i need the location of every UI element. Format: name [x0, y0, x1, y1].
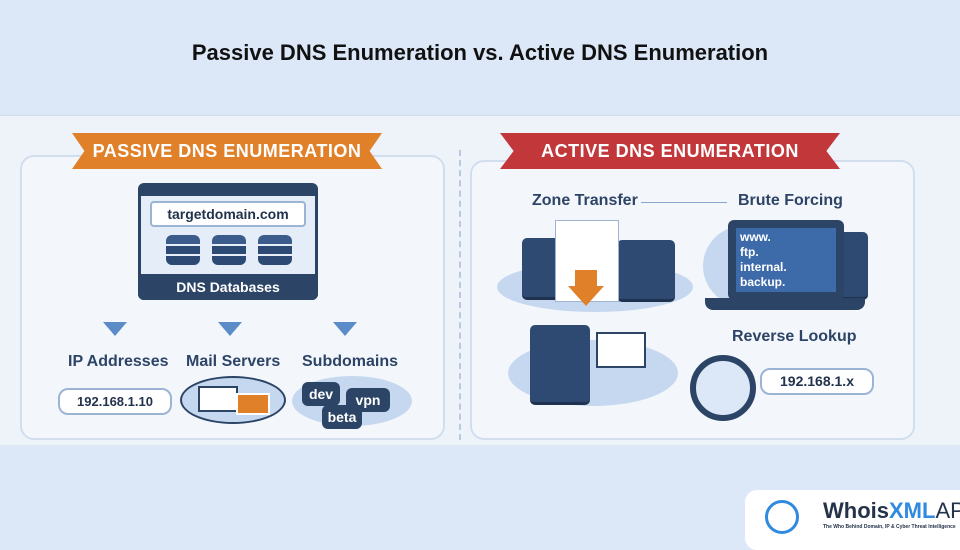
database-icon — [212, 235, 246, 265]
arrow-down-icon — [333, 322, 357, 336]
reverse-ip-value: 192.168.1.x — [760, 368, 874, 395]
envelope-icon — [596, 332, 646, 368]
divider — [459, 150, 461, 440]
arrow-down-icon — [575, 270, 597, 286]
arrow-down-icon — [103, 322, 127, 336]
server-icon — [617, 240, 675, 302]
ip-value: 192.168.1.10 — [58, 388, 172, 415]
connector-line — [641, 202, 727, 203]
magnifier-icon — [690, 355, 756, 421]
mail-servers-label: Mail Servers — [186, 353, 281, 370]
database-icon — [166, 235, 200, 265]
envelope-icon — [236, 393, 270, 415]
subdomains-label: Subdomains — [302, 353, 399, 370]
logo-box: WhoisXMLAPI The Who Behind Domain, IP & … — [745, 490, 960, 550]
laptop-base — [705, 298, 865, 310]
server-icon — [530, 325, 590, 405]
brute-forcing-label: Brute Forcing — [738, 192, 843, 209]
reverse-lookup-label: Reverse Lookup — [732, 328, 857, 345]
active-ribbon: ACTIVE DNS ENUMERATION — [500, 133, 840, 169]
page-title: Passive DNS Enumeration vs. Active DNS E… — [191, 40, 769, 65]
logo-tagline: The Who Behind Domain, IP & Cyber Threat… — [823, 524, 956, 530]
arrow-down-icon — [568, 286, 604, 306]
logo-icon — [765, 500, 799, 534]
wordlist-item: www. — [740, 230, 771, 244]
ip-addresses-label: IP Addresses — [68, 353, 169, 370]
database-icon — [258, 235, 292, 265]
passive-ribbon: PASSIVE DNS ENUMERATION — [72, 133, 382, 169]
wordlist-item: internal. — [740, 260, 787, 274]
laptop-screen: www. ftp. internal. backup. — [728, 220, 844, 300]
zone-transfer-label: Zone Transfer — [532, 192, 638, 209]
logo-name: WhoisXMLAPI — [823, 498, 960, 523]
subdomain-tag: beta — [322, 405, 362, 429]
envelope-icon — [198, 386, 238, 412]
wordlist-item: ftp. — [740, 245, 759, 259]
domain-field: targetdomain.com — [150, 201, 306, 227]
wordlist-item: backup. — [740, 275, 786, 289]
subdomain-tag: dev — [302, 382, 340, 406]
arrow-down-icon — [218, 322, 242, 336]
dns-databases-label: DNS Databases — [138, 274, 318, 300]
